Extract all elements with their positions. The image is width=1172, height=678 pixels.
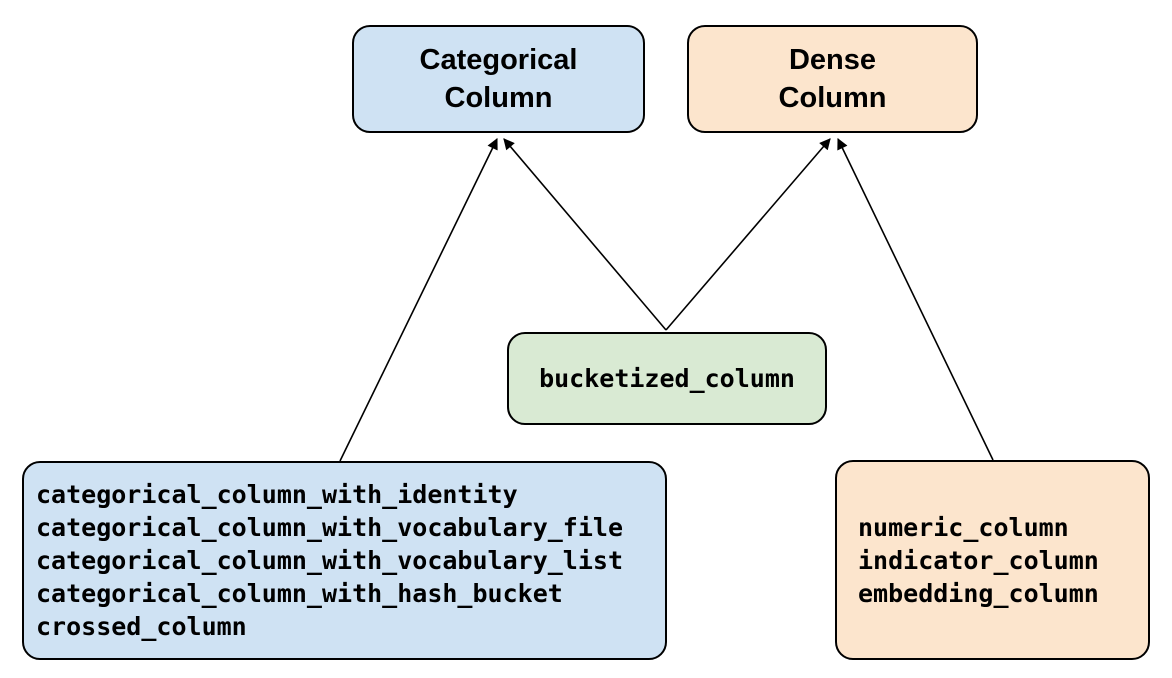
function-name-categorical-identity: categorical_column_with_identity [36, 480, 518, 509]
dense-column-label: Dense Column [778, 44, 887, 114]
arrow-bucketized-to-dense-column [665, 138, 831, 331]
bucketized-column-label: bucketized_column [539, 364, 795, 393]
categorical-functions-node: categorical_column_with_identity categor… [22, 461, 667, 660]
function-name-numeric-column: numeric_column [858, 512, 1069, 542]
bucketized-column-node: bucketized_column [507, 332, 827, 425]
arrow-bucketized-to-categorical-column [503, 138, 667, 331]
dense-functions-node: numeric_column indicator_column embeddin… [835, 460, 1150, 660]
function-name-crossed-column: crossed_column [36, 612, 247, 641]
arrow-categorical-functions-to-categorical-column [339, 137, 498, 462]
arrow-dense-functions-to-dense-column [837, 137, 994, 461]
categorical-column-node: Categorical Column [352, 25, 645, 133]
dense-column-node: Dense Column [687, 25, 978, 133]
function-name-categorical-vocabulary-file: categorical_column_with_vocabulary_file [36, 513, 623, 542]
function-name-indicator-column: indicator_column [858, 545, 1099, 575]
function-name-embedding-column: embedding_column [858, 578, 1099, 608]
categorical-column-label: Categorical Column [419, 44, 578, 114]
function-name-categorical-vocabulary-list: categorical_column_with_vocabulary_list [36, 546, 623, 575]
function-name-categorical-hash-bucket: categorical_column_with_hash_bucket [36, 579, 563, 608]
